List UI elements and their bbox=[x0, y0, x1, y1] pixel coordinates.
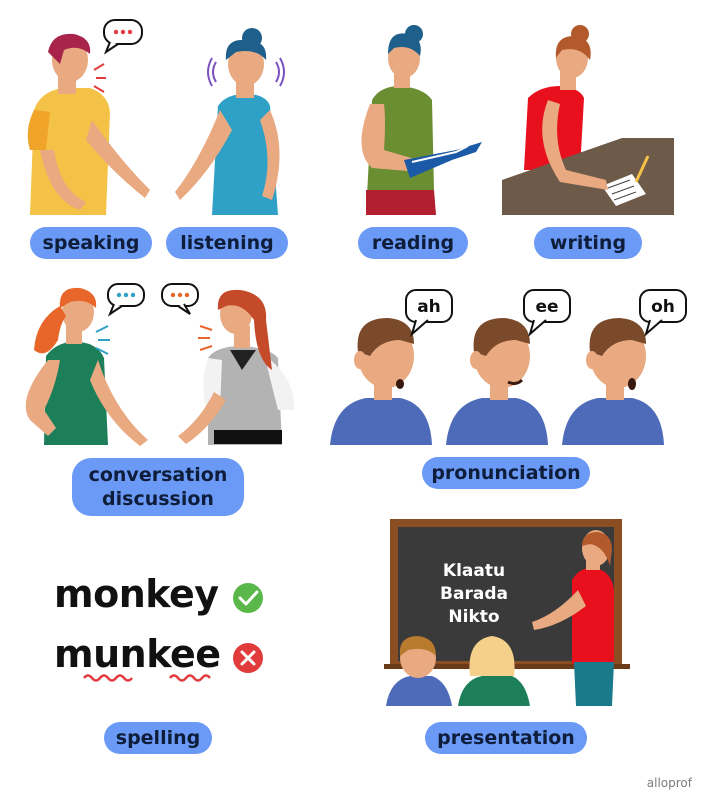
correct-spelling-word: monkey bbox=[54, 572, 219, 616]
label-conversation-discussion: conversation discussion bbox=[72, 458, 244, 516]
misspelling-underline bbox=[83, 674, 133, 682]
pronunciation-person-3 bbox=[562, 318, 664, 445]
pronunciation-person-1 bbox=[330, 318, 432, 445]
speech-bubble-ee: ee bbox=[523, 289, 571, 337]
speech-bubble-icon bbox=[107, 283, 145, 317]
conversation-person-left bbox=[25, 287, 148, 446]
bubble-oh-text: oh bbox=[651, 297, 675, 317]
label-writing: writing bbox=[534, 227, 642, 259]
presenter bbox=[532, 530, 614, 706]
conversation-person-right bbox=[178, 289, 295, 445]
cross-icon bbox=[233, 643, 263, 673]
speech-bubble-oh: oh bbox=[639, 289, 687, 337]
reading-person bbox=[361, 25, 482, 215]
pronunciation-person-2 bbox=[446, 318, 548, 445]
label-reading: reading bbox=[358, 227, 468, 259]
listening-person bbox=[175, 28, 285, 215]
label-listening: listening bbox=[166, 227, 288, 259]
student-right bbox=[458, 636, 530, 706]
bubble-ah-text: ah bbox=[417, 297, 441, 317]
label-conversation: conversation bbox=[88, 464, 228, 486]
writing-person bbox=[502, 25, 674, 215]
label-speaking: speaking bbox=[30, 227, 152, 259]
speaking-person bbox=[27, 33, 150, 215]
label-pronunciation: pronunciation bbox=[422, 457, 590, 489]
blackboard-line-1: Klaatu bbox=[442, 561, 506, 581]
speech-bubble-icon bbox=[161, 283, 199, 315]
blackboard-text: Klaatu Barada Nikto bbox=[418, 560, 530, 629]
blackboard-line-3: Nikto bbox=[448, 607, 500, 627]
blackboard-line-2: Barada bbox=[440, 584, 508, 604]
student-left bbox=[386, 636, 452, 706]
checkmark-icon bbox=[233, 583, 263, 613]
misspelling-underline bbox=[169, 674, 211, 682]
speech-bubble-ah: ah bbox=[405, 289, 453, 337]
incorrect-spelling-word: munkee bbox=[54, 632, 221, 676]
speech-bubble-icon bbox=[103, 19, 143, 55]
brand-logo: alloprof bbox=[646, 776, 692, 790]
label-presentation: presentation bbox=[425, 722, 587, 754]
bubble-ee-text: ee bbox=[535, 297, 558, 317]
label-discussion: discussion bbox=[102, 488, 214, 510]
label-spelling: spelling bbox=[104, 722, 212, 754]
